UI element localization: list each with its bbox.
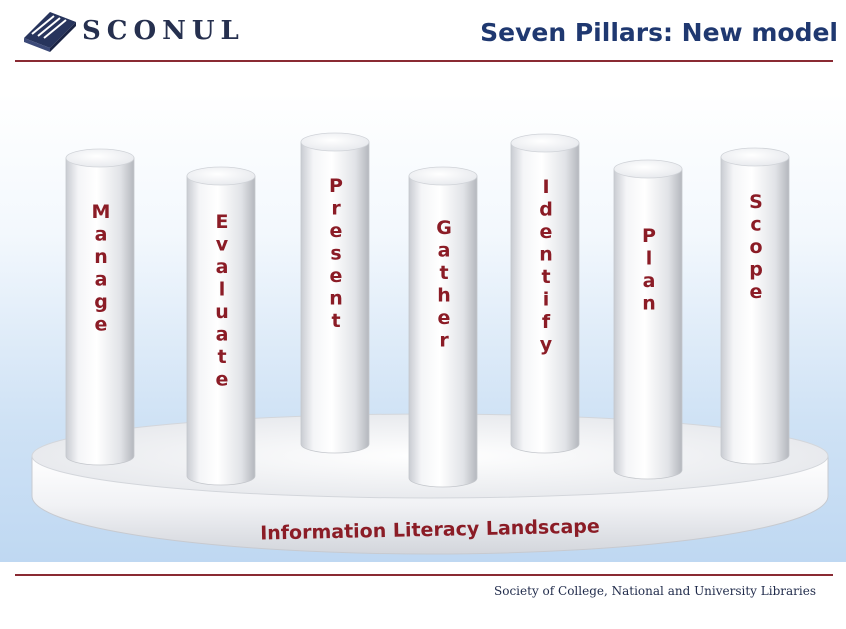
footer-divider (15, 574, 833, 576)
header-divider (15, 60, 833, 62)
logo-text: SCONUL (82, 16, 245, 46)
sconul-logo: SCONUL (20, 8, 250, 52)
book-stack-icon (24, 12, 76, 52)
page-title: Seven Pillars: New model (480, 18, 838, 47)
footer-text: Society of College, National and Univers… (494, 584, 816, 598)
